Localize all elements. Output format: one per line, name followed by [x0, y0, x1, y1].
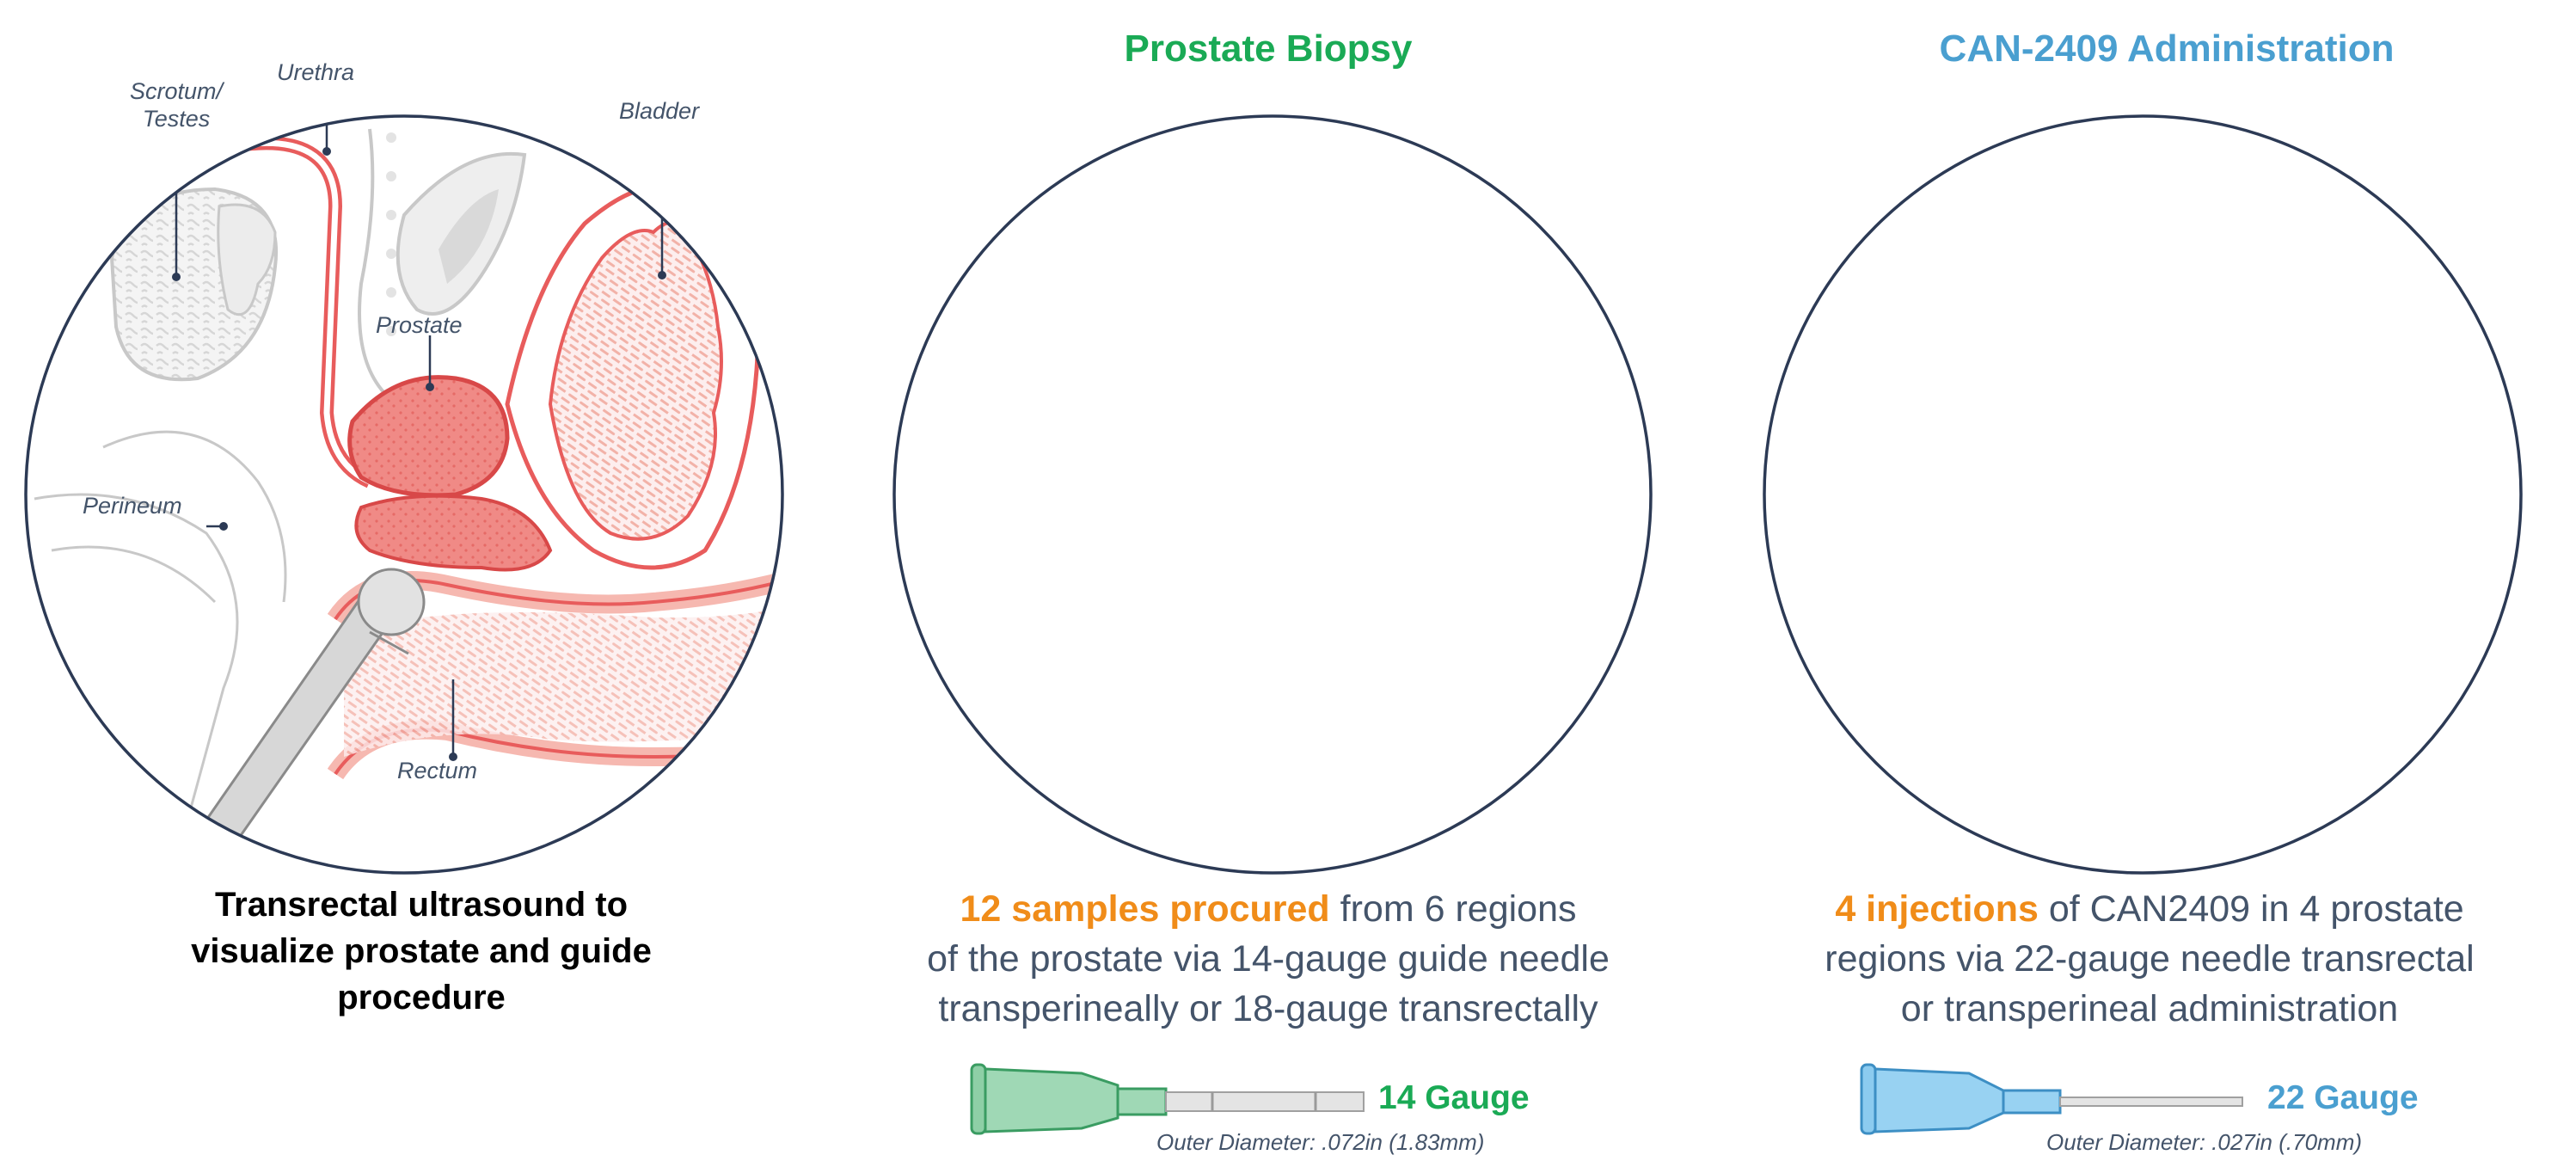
ultrasound-probe [1062, 585, 1273, 860]
prostate [1218, 378, 1376, 495]
pubic-bone [1267, 154, 1393, 314]
rectum-upper-wall [1204, 568, 1694, 619]
label-perineum: Perineum [83, 492, 182, 519]
scrotum-testes [1850, 189, 2015, 379]
caption-biopsy-line-1: 12 samples procured from 6 regions [834, 884, 1702, 934]
panel-title-prostate-biopsy: Prostate Biopsy [946, 19, 1591, 79]
label-bladder: Bladder [619, 97, 699, 125]
rectum-upper-wall [2074, 568, 2564, 619]
caption-administration: 4 injections of CAN2409 in 4 prostate re… [1737, 884, 2562, 1034]
caption-admin-line-1: 4 injections of CAN2409 in 4 prostate [1737, 884, 2562, 934]
injection-needle [2001, 477, 2254, 830]
caption-biopsy: 12 samples procured from 6 regions of th… [834, 884, 1702, 1034]
ultrasound-probe-tip [2097, 569, 2162, 635]
needle-22-gauge-icon [1861, 1065, 2242, 1133]
panel-2-circle-border [894, 116, 1651, 873]
seminal-vesicle [2095, 496, 2289, 570]
seminal-vesicle [1224, 496, 1419, 570]
needle-14-gauge-icon [972, 1065, 1364, 1133]
bladder [1419, 223, 1590, 539]
caption-admin-line-2: regions via 22-gauge needle transrectal [1737, 934, 2562, 984]
needle-14-outer-diameter: Outer Diameter: .072in (1.83mm) [1156, 1129, 1484, 1156]
bladder [2289, 223, 2460, 539]
rectum [2082, 593, 2564, 757]
prostate [2088, 378, 2246, 495]
rectum [1212, 593, 1694, 757]
perineum-contour [1773, 494, 1976, 877]
rectum-lower-wall [2074, 730, 2564, 774]
bladder-wall [1376, 185, 1626, 568]
caption-biopsy-line-3: transperineally or 18-gauge transrectall… [834, 984, 1702, 1034]
rectum-lower-wall [1204, 730, 1694, 774]
caption-biopsy-line-2: of the prostate via 14-gauge guide needl… [834, 934, 1702, 984]
label-scrotum-testes: Scrotum/ Testes [120, 77, 232, 132]
urethra [1971, 143, 2108, 482]
label-urethra: Urethra [277, 58, 354, 86]
needle-22-outer-diameter: Outer Diameter: .027in (.70mm) [2046, 1129, 2362, 1156]
label-prostate: Prostate [376, 311, 463, 339]
perineum-contour [903, 494, 1106, 877]
ultrasound-probe-tip [359, 569, 424, 635]
needle-22-gauge-label: 22 Gauge [2267, 1079, 2419, 1117]
label-rectum: Rectum [397, 757, 477, 784]
urethra [1101, 143, 1238, 482]
anatomy-panel-3 [1764, 116, 2564, 877]
caption-admin-highlight: 4 injections [1835, 888, 2039, 930]
biopsy-guide-needle [1142, 477, 1384, 826]
ultrasound-probe [1932, 585, 2143, 860]
caption-admin-text-1: of CAN2409 in 4 prostate [2039, 888, 2464, 930]
scrotum-testes [980, 189, 1144, 379]
caption-ultrasound: Transrectal ultrasound to visualize pros… [163, 882, 679, 1021]
pubic-bone [2137, 154, 2263, 314]
caption-biopsy-highlight: 12 samples procured [960, 888, 1330, 930]
anatomy-panel-2 [894, 116, 1694, 877]
caption-biopsy-text-1: from 6 regions [1330, 888, 1577, 930]
bladder-wall [2246, 185, 2496, 568]
caption-admin-line-3: or transperineal administration [1737, 984, 2562, 1034]
ultrasound-probe-tip [1227, 569, 1292, 635]
panel-title-can2409-administration: CAN-2409 Administration [1823, 19, 2511, 79]
needle-14-gauge-label: 14 Gauge [1378, 1079, 1530, 1117]
panel-3-circle-border [1764, 116, 2521, 873]
